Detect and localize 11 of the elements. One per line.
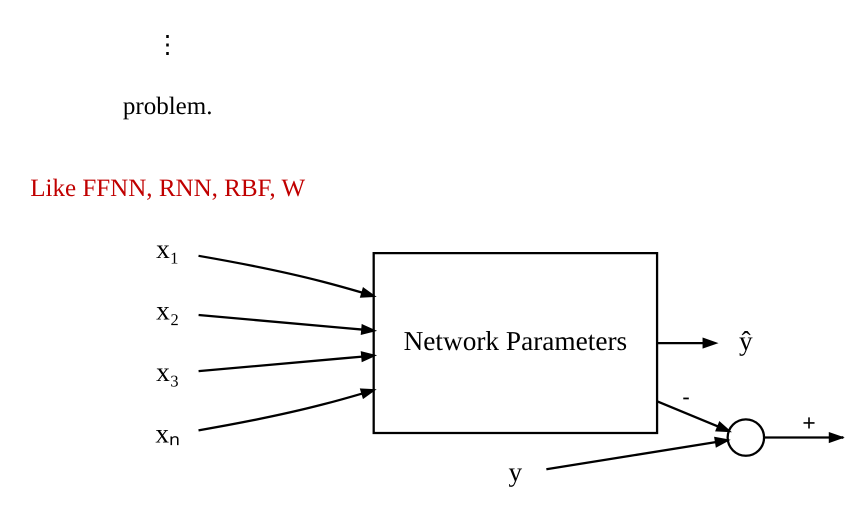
node-text: x₁ (156, 233, 180, 264)
node-text: x₂ (156, 294, 180, 325)
node-text: y (508, 456, 522, 487)
node-text: x₃ (156, 356, 180, 386)
edge-label: - (682, 383, 690, 410)
label: problem. (122, 92, 213, 120)
node-text: xₙ (155, 418, 180, 448)
node-text: ŷ (739, 326, 753, 356)
label: ⋮ (155, 30, 180, 58)
edge-label: + (802, 409, 816, 436)
label: Like FFNN, RNN, RBF, W (30, 174, 306, 202)
